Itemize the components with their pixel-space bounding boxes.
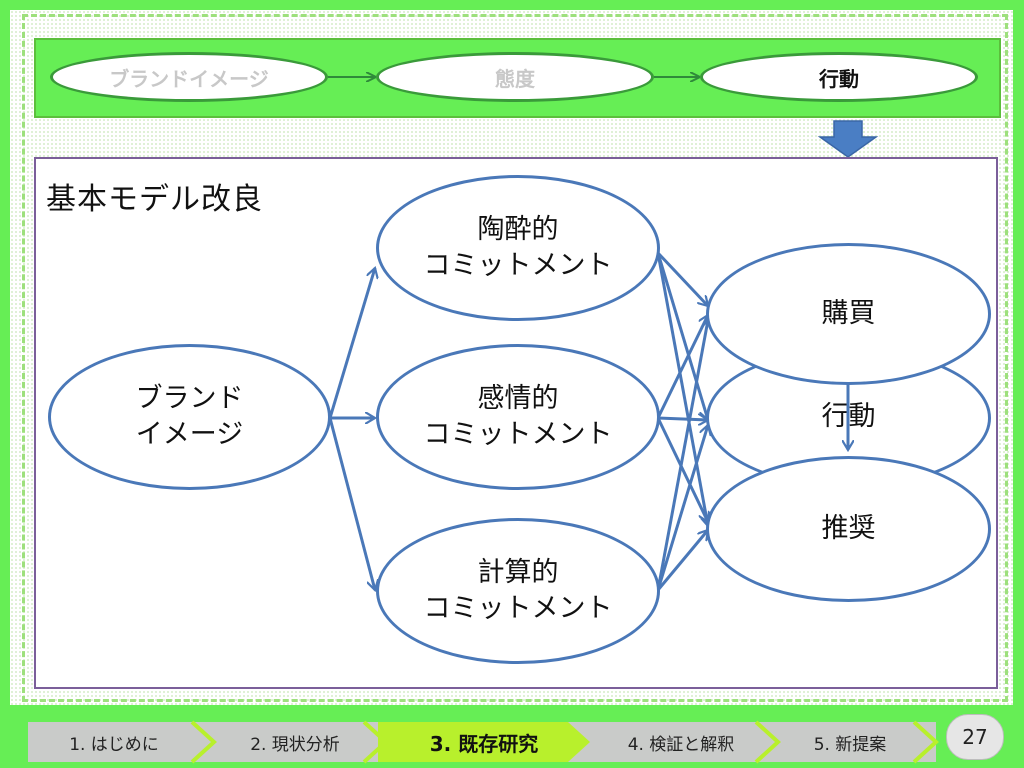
down-block-arrow [817,120,879,158]
node-recommend: 推奨 [706,456,991,602]
arrow-intoxicated-to-recommend [656,252,708,526]
diagram-title: 基本モデル改良 [46,182,263,217]
nav-tab-existing-research[interactable]: 3. 既存研究 [378,722,590,762]
header-step-brand-image: ブランドイメージ [50,52,328,102]
arrow-brand-to-calculative [328,417,375,590]
nav-chevron-2 [362,720,389,764]
nav-chevron-1 [190,720,217,764]
node-calculative-commitment: 計算的 コミットメント [376,518,660,664]
nav-tab-introduction[interactable]: 1. はじめに [69,734,159,755]
node-recommend-label: 推奨 [821,512,876,544]
node-intoxicated-line1: 陶酔的 [477,213,559,245]
nav-chevron-3 [754,720,781,764]
node-brand-image-line2: イメージ [135,419,244,450]
arrow-affective-to-behavior [657,418,708,420]
node-calculative-line2: コミットメント [423,593,613,624]
arrow-affective-to-purchase [656,315,708,419]
nav-tab-new-proposal[interactable]: 5. 新提案 [813,734,887,755]
arrow-affective-to-recommend [656,417,708,522]
node-affective-line2: コミットメント [423,419,613,450]
arrow-calculative-to-recommend [656,530,708,591]
arrow-calculative-to-purchase [656,320,708,591]
node-intoxicated-commitment: 陶酔的 コミットメント [376,175,660,321]
header-step-behavior: 行動 [700,52,978,102]
node-purchase-label: 購買 [821,297,876,329]
node-calculative-line1: 計算的 [477,556,559,588]
page-number-badge: 27 [946,714,1004,760]
nav-tab-verification[interactable]: 4. 検証と解釈 [627,734,735,755]
node-affective-commitment: 感情的 コミットメント [376,344,660,490]
nav-tab-current-analysis[interactable]: 2. 現状分析 [250,734,340,755]
arrow-brand-to-intoxicated [328,268,375,419]
header-step-attitude: 態度 [376,52,654,102]
node-brand-image-line1: ブランド [135,382,244,414]
node-brand-image: ブランド イメージ [48,344,331,490]
arrow-calculative-to-behavior [656,425,708,591]
arrow-intoxicated-to-behavior [656,252,708,420]
node-intoxicated-line2: コミットメント [423,250,613,281]
nav-chevron-4 [912,720,939,764]
arrow-intoxicated-to-purchase [656,251,708,306]
node-affective-line1: 感情的 [477,382,559,414]
